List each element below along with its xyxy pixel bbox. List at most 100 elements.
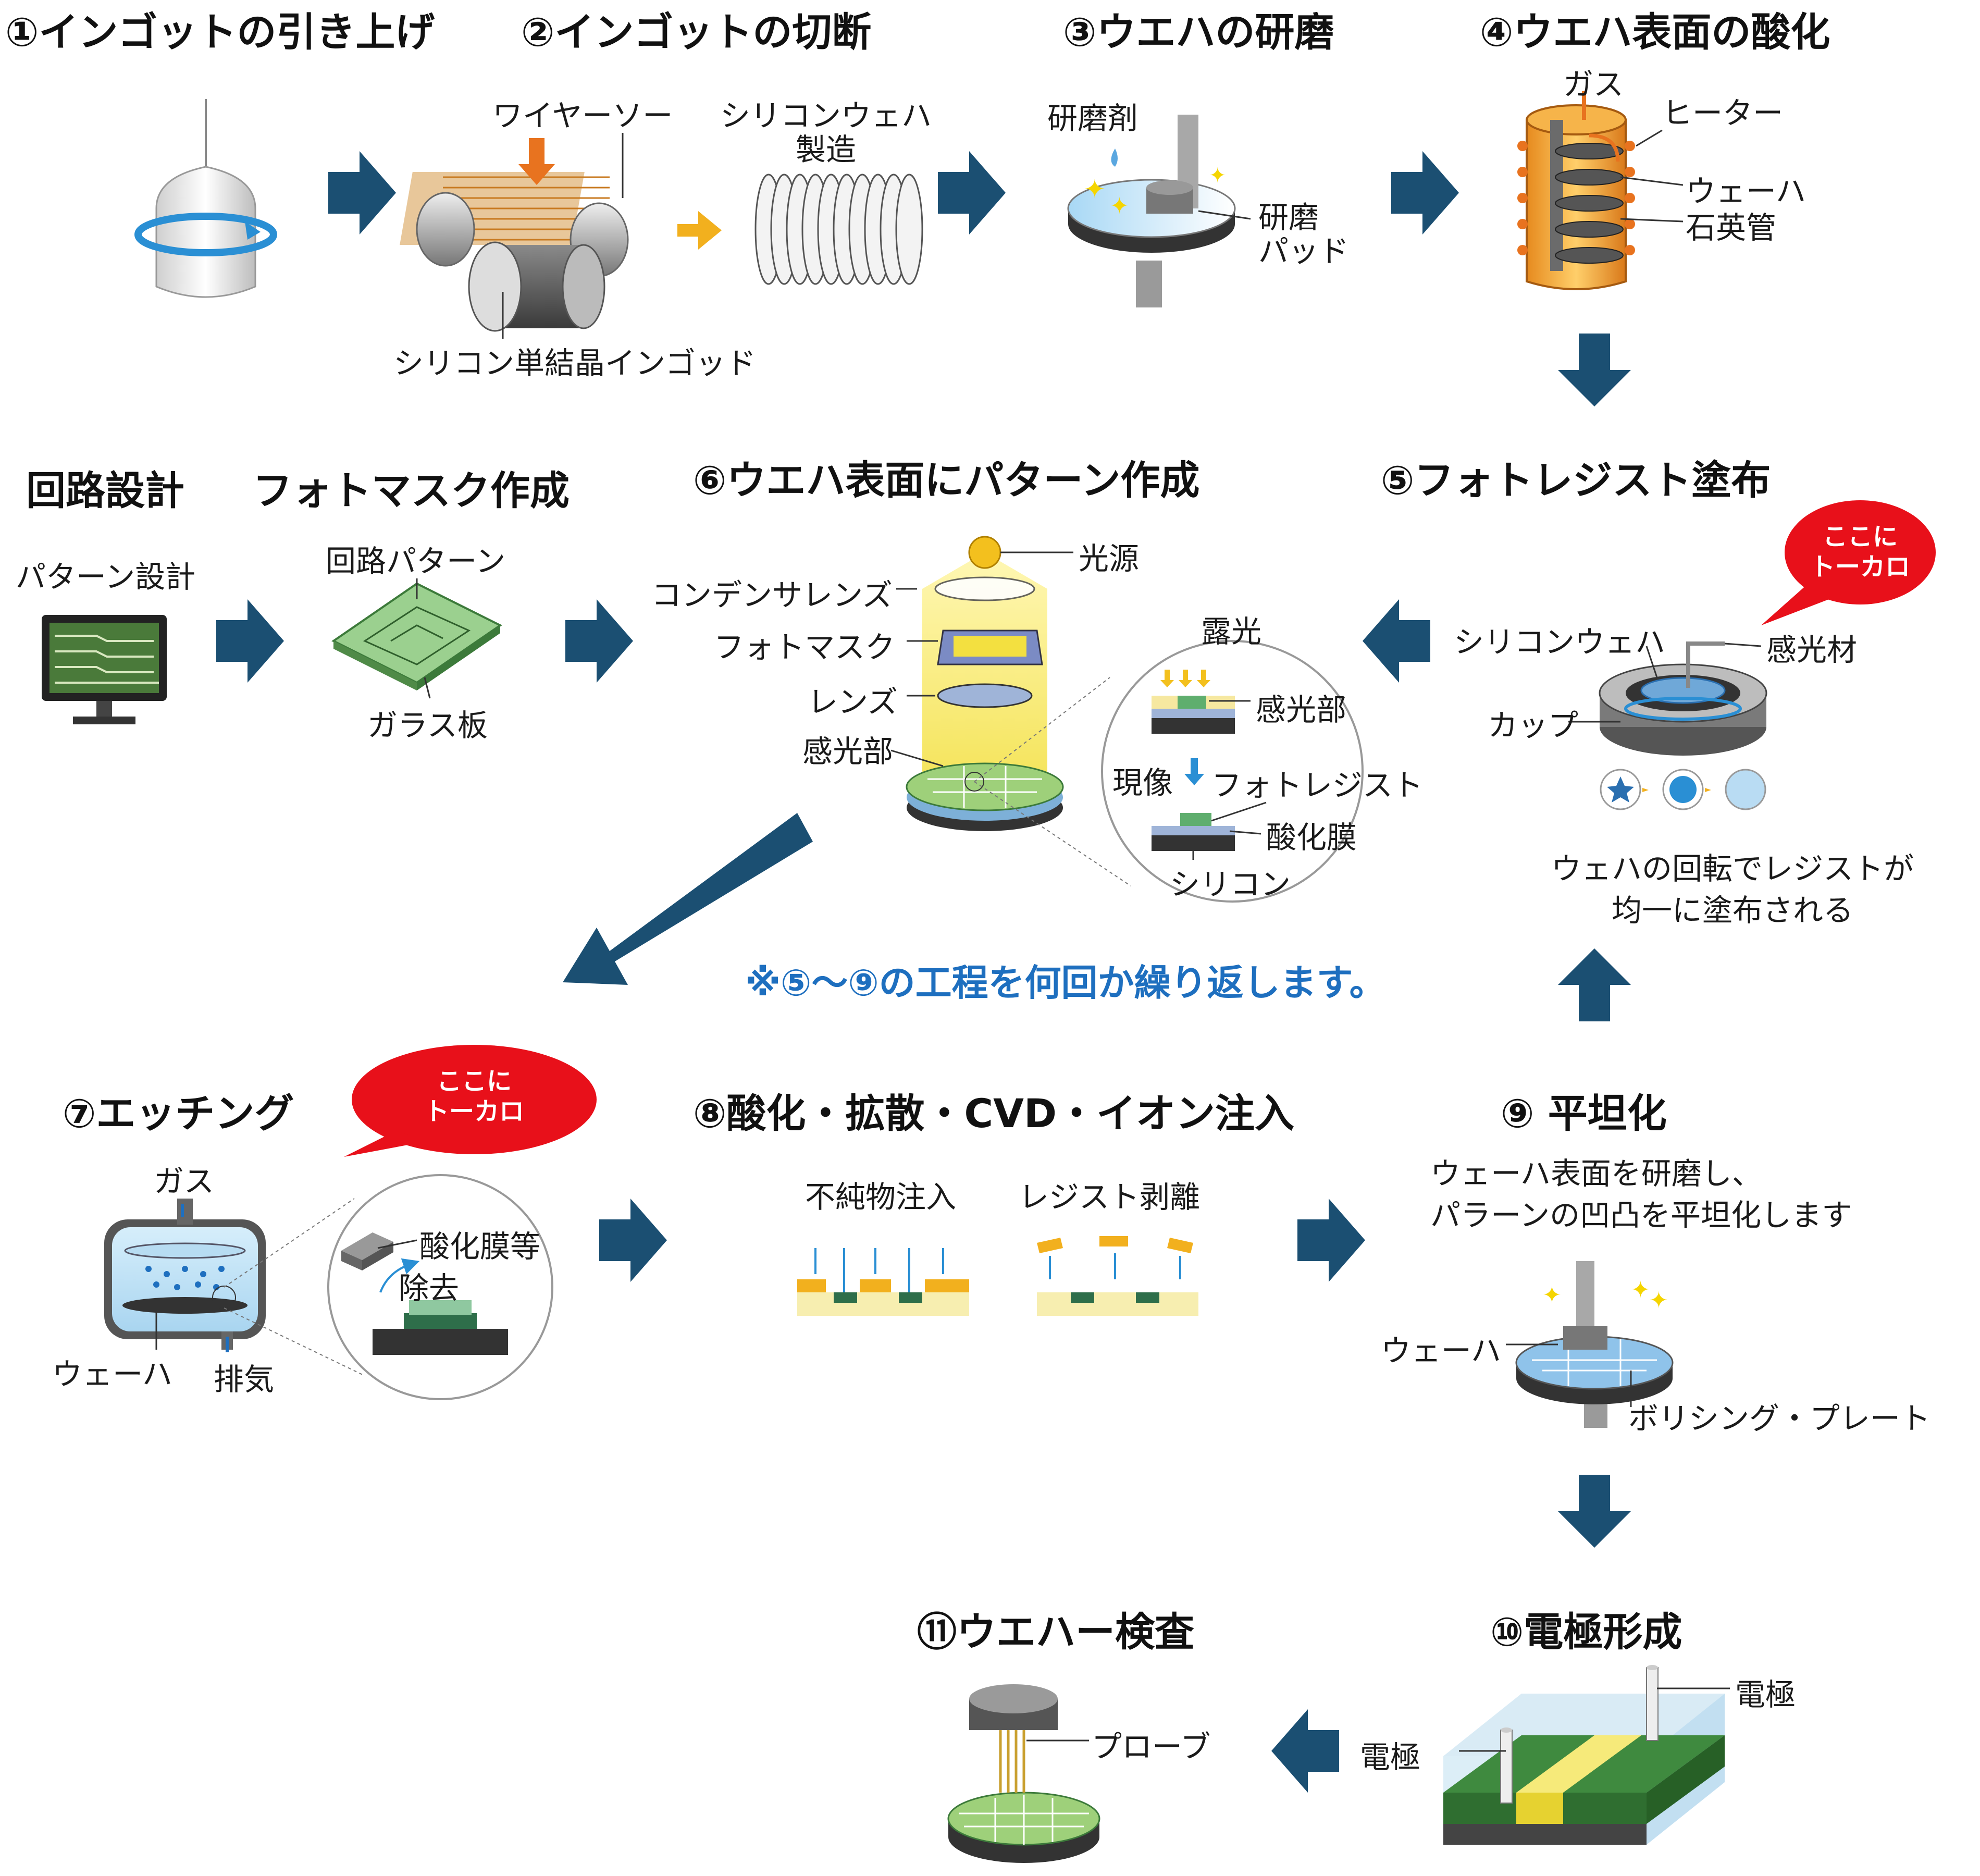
- label-wafer-made-2: 製造: [795, 132, 856, 167]
- implant-strip-illustration: [797, 1236, 1198, 1316]
- svg-text:✦: ✦: [1542, 1282, 1562, 1309]
- wafer-stack-illustration: [754, 174, 923, 285]
- label-spin-1: ウェハの回転でレジストが: [1551, 851, 1914, 886]
- spin-coater-illustration: [1568, 641, 1767, 810]
- label-wafer-made-1: シリコンウェハ: [720, 98, 932, 133]
- photomask-illustration: [331, 578, 502, 699]
- label-electrode-left: 電極: [1360, 1739, 1421, 1775]
- label-gas: ガス: [1563, 67, 1624, 102]
- step-10-title: ⑩電極形成: [1490, 1609, 1682, 1655]
- arrow-right-1-2: [328, 151, 396, 234]
- bubble-lower-line-1: ここに: [436, 1067, 512, 1096]
- label-pad-1: 研磨: [1258, 200, 1319, 235]
- speech-bubble-lower: ここに トーカロ: [399, 1066, 550, 1128]
- oxidation-furnace-illustration: [1517, 91, 1684, 290]
- step-2-title: ②インゴットの切断: [521, 9, 872, 55]
- lithography-illustration: [890, 536, 1364, 903]
- label-planar-1: ウェーハ表面を研磨し、: [1430, 1156, 1762, 1191]
- step-6-title: ⑥ウエハ表面にパターン作成: [693, 457, 1200, 503]
- label-sensitizer: 感光材: [1766, 632, 1858, 668]
- step-5-title: ⑤フォトレジスト塗布: [1381, 457, 1771, 503]
- label-circuit-pattern: 回路パターン: [326, 544, 506, 579]
- label-silicon: シリコン: [1170, 867, 1291, 902]
- label-wafer-furnace: ウェーハ: [1686, 174, 1806, 209]
- crystal-puller-illustration: [134, 99, 277, 298]
- step-4-title: ④ウエハ表面の酸化: [1480, 9, 1830, 55]
- arrow-right-7-8: [599, 1199, 667, 1282]
- arrow-left-5-6: [1363, 599, 1430, 683]
- flow-arrows: [216, 151, 1631, 1793]
- svg-text:✦: ✦: [1631, 1277, 1650, 1303]
- photomask-title: フォトマスク作成: [253, 467, 570, 514]
- step-3-title: ③ウエハの研磨: [1063, 9, 1334, 55]
- label-planar-2: パラーンの凹凸を平坦化します: [1430, 1198, 1852, 1233]
- label-glass-plate: ガラス板: [367, 708, 488, 743]
- label-abrasive: 研磨剤: [1047, 101, 1138, 136]
- polishing-illustration: ✦ ✦ ✦: [1067, 115, 1251, 307]
- label-cup: カップ: [1488, 708, 1579, 743]
- label-photomask: フォトマスク: [714, 630, 896, 665]
- arrow-right-mask: [565, 599, 633, 683]
- label-polish-plate: ボリシング・プレート: [1628, 1401, 1931, 1436]
- label-photo-part: 感光部: [802, 734, 894, 769]
- label-gas-etch: ガス: [154, 1164, 215, 1199]
- label-photo-part-2: 感光部: [1256, 692, 1347, 727]
- svg-text:✦: ✦: [1110, 193, 1129, 219]
- label-oxide-etc: 酸化膜等: [419, 1229, 541, 1264]
- arrow-right-8-9: [1297, 1199, 1365, 1282]
- label-wire-saw: ワイヤーソー: [492, 98, 673, 133]
- step-11-title: ⑪ウエハー検査: [917, 1609, 1194, 1655]
- electrode-illustration: [1443, 1665, 1730, 1845]
- arrow-right-2-3: [938, 151, 1006, 234]
- label-photoresist: フォトレジスト: [1211, 768, 1424, 803]
- arrow-yellow-small: [677, 211, 722, 250]
- label-spin-2: 均一に塗布される: [1611, 893, 1853, 928]
- arrow-down-9-10: [1558, 1475, 1631, 1548]
- label-removal: 除去: [399, 1270, 460, 1306]
- repeat-note: ※⑤～⑨の工程を何回か繰り返します。: [745, 961, 1386, 1004]
- step-9-title: ⑨ 平坦化: [1501, 1090, 1667, 1137]
- step-7-title: ⑦エッチング: [63, 1090, 294, 1137]
- label-ingot: シリコン単結晶インゴッド: [393, 345, 757, 381]
- cmp-illustration: ✦ ✦ ✦: [1506, 1261, 1674, 1428]
- step-1-title: ①インゴットの引き上げ: [5, 9, 435, 55]
- bubble-upper-line-1: ここに: [1822, 522, 1898, 551]
- label-quartz-tube: 石英管: [1686, 210, 1777, 245]
- svg-text:✦: ✦: [1084, 174, 1106, 204]
- label-wafer-cmp: ウェーハ: [1381, 1333, 1501, 1368]
- wire-saw-illustration: [400, 133, 629, 339]
- arrow-left-10-11: [1271, 1709, 1339, 1793]
- bubble-lower-line-2: トーカロ: [424, 1097, 524, 1126]
- label-pad-2: パッド: [1258, 233, 1350, 269]
- step-8-title: ⑧酸化・拡散・CVD・イオン注入: [693, 1090, 1295, 1137]
- label-probe: プローブ: [1092, 1729, 1211, 1764]
- label-impurity: 不純物注入: [805, 1179, 957, 1215]
- label-heater: ヒーター: [1662, 95, 1784, 131]
- arrow-right-3-4: [1391, 151, 1459, 234]
- svg-text:✦: ✦: [1649, 1287, 1668, 1314]
- label-electrode-right: 電極: [1735, 1677, 1796, 1712]
- arrow-right-design: [216, 599, 284, 683]
- arrow-up-9-5: [1558, 948, 1631, 1021]
- circuit-design-title: 回路設計: [26, 467, 184, 514]
- label-wafer-etch: ウェーハ: [52, 1356, 172, 1392]
- speech-bubble-upper: ここに トーカロ: [1785, 521, 1936, 584]
- label-develop: 現像: [1112, 765, 1173, 800]
- label-si-wafer: シリコンウェハ: [1454, 624, 1666, 660]
- bubble-upper-line-2: トーカロ: [1810, 552, 1910, 582]
- speech-bubble-shapes: [344, 500, 1936, 1157]
- label-resist-strip: レジスト剥離: [1019, 1179, 1201, 1215]
- label-pattern-design: パターン設計: [16, 559, 196, 595]
- label-exhaust: 排気: [214, 1362, 275, 1397]
- label-exposure: 露光: [1201, 614, 1262, 649]
- probe-test-illustration: [947, 1684, 1100, 1863]
- etching-chamber-illustration: [104, 1174, 553, 1400]
- arrow-down-4-5: [1558, 334, 1631, 406]
- arrow-diag-6-7: [563, 813, 813, 985]
- label-oxide: 酸化膜: [1266, 820, 1357, 855]
- svg-text:✦: ✦: [1209, 164, 1227, 188]
- label-lens: レンズ: [808, 684, 898, 720]
- label-condenser-lens: コンデンサレンズ: [651, 577, 893, 613]
- label-light-source: 光源: [1079, 541, 1140, 576]
